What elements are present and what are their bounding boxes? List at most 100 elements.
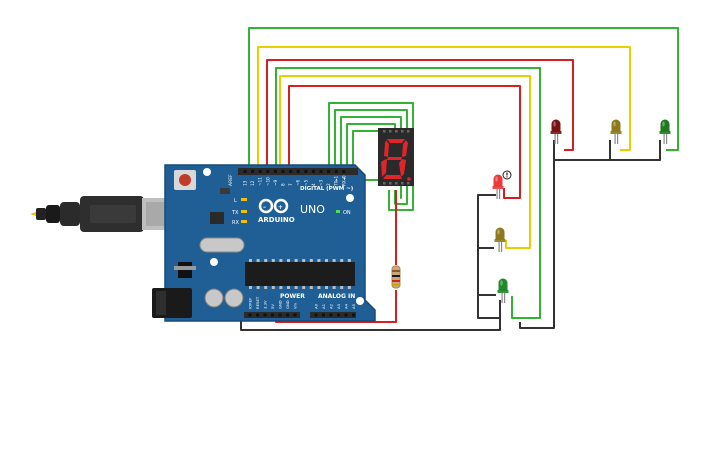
digital-pin[interactable] xyxy=(296,170,300,173)
power-pin-label: GND xyxy=(278,300,283,309)
power-pin[interactable] xyxy=(278,313,282,317)
segment-f xyxy=(384,140,389,157)
led-red-left[interactable] xyxy=(492,174,504,200)
segment-a xyxy=(387,139,405,143)
resistor[interactable] xyxy=(391,265,401,289)
on-led xyxy=(336,210,340,213)
seven-segment-display[interactable]: 8 xyxy=(0,0,414,186)
digital-pin[interactable] xyxy=(342,170,346,173)
usb-cable[interactable] xyxy=(30,196,170,232)
digital-pin[interactable] xyxy=(251,170,255,173)
digital-pin[interactable] xyxy=(266,170,270,173)
analog-pin[interactable] xyxy=(329,313,333,317)
digital-pin[interactable] xyxy=(281,170,285,173)
analog-pin-label: A1 xyxy=(321,303,326,309)
aref-label: AREF xyxy=(228,174,234,186)
led-yellow-left[interactable] xyxy=(494,227,506,253)
digital-pin[interactable] xyxy=(289,170,293,173)
analog-pin[interactable] xyxy=(314,313,318,317)
l-led xyxy=(241,198,247,201)
tx-led xyxy=(241,210,247,213)
analog-header[interactable] xyxy=(310,312,356,318)
digital-pin-label: 12 xyxy=(250,180,255,186)
digital-pin-label: ~9 xyxy=(273,179,278,186)
digital-pin[interactable] xyxy=(243,170,247,173)
power-label: POWER xyxy=(280,293,305,300)
display-digit-value: 8 xyxy=(0,0,1,1)
power-pin[interactable] xyxy=(248,313,252,317)
analog-pin-label: A4 xyxy=(344,303,349,309)
digital-pin-label: ~11 xyxy=(258,177,263,186)
segment-dp xyxy=(407,177,411,181)
analog-pin-label: A0 xyxy=(314,303,319,309)
analog-pin[interactable] xyxy=(337,313,340,317)
led-green-left[interactable] xyxy=(497,278,509,304)
analog-pin[interactable] xyxy=(344,313,348,317)
power-pin-label: GND xyxy=(285,300,290,309)
digital-header-label: DIGITAL (PWM ~) xyxy=(300,186,354,192)
power-pin-label: 3.3V xyxy=(263,300,268,309)
digital-pin[interactable] xyxy=(304,170,308,173)
power-pin[interactable] xyxy=(286,313,289,317)
digital-pin[interactable] xyxy=(311,170,315,173)
rx-label: RX xyxy=(232,220,239,226)
segment-e xyxy=(381,159,387,177)
display-digit xyxy=(381,139,411,181)
wire-yellow-outer[interactable] xyxy=(257,46,631,172)
power-pin-label: RESET xyxy=(255,296,260,309)
power-pin[interactable] xyxy=(263,313,267,317)
power-pin[interactable] xyxy=(271,313,274,317)
mount-hole xyxy=(356,297,364,305)
wire-black-left-leds[interactable] xyxy=(477,194,500,319)
info-icon[interactable] xyxy=(502,170,512,180)
chip-pins xyxy=(249,259,351,289)
segment-d xyxy=(383,175,402,179)
power-pin[interactable] xyxy=(293,313,297,317)
wire-black-ground-right[interactable] xyxy=(553,140,661,161)
arduino-logo xyxy=(258,198,289,214)
logo-minus-icon: – xyxy=(263,204,266,211)
cable-tip-icon xyxy=(30,212,36,216)
segment-c xyxy=(399,159,406,177)
leds xyxy=(492,119,671,304)
digital-pin-label: ~5 xyxy=(303,179,308,186)
rx-led xyxy=(241,220,247,223)
mount-hole xyxy=(346,194,354,202)
power-pin[interactable] xyxy=(256,313,259,317)
digital-pin[interactable] xyxy=(319,170,323,173)
reset-button[interactable] xyxy=(179,174,191,186)
power-pin-label: Vin xyxy=(293,302,298,309)
wire-black-ground-down[interactable] xyxy=(519,160,555,329)
wire-red-outer[interactable] xyxy=(266,59,574,172)
digital-pin[interactable] xyxy=(258,170,262,173)
power-pin-label: 5V xyxy=(270,304,275,309)
segment-g xyxy=(387,157,402,160)
arduino-board[interactable]: L TX RX – + ARDUINO UNO DIGITAL (PWM ~) … xyxy=(152,164,376,322)
analog-pin[interactable] xyxy=(322,313,325,317)
logo-plus-icon: + xyxy=(278,204,283,211)
led-green-top[interactable] xyxy=(659,119,671,145)
digital-pin[interactable] xyxy=(334,170,338,173)
wire-green-mid[interactable] xyxy=(275,67,541,319)
segment-b xyxy=(402,140,408,157)
capacitor xyxy=(224,288,244,308)
on-label: ON xyxy=(343,210,351,216)
crystal-oscillator xyxy=(199,237,245,253)
digital-pin-label: ~3 xyxy=(319,179,324,186)
wire-green-outer[interactable] xyxy=(248,27,679,172)
wire-yellow-mid[interactable] xyxy=(279,75,531,249)
digital-pin[interactable] xyxy=(327,170,331,173)
led-red-top[interactable] xyxy=(550,119,562,145)
analog-pin[interactable] xyxy=(352,313,355,317)
wire-red-inner[interactable] xyxy=(288,85,521,199)
led-yellow-top[interactable] xyxy=(610,119,622,145)
atmega-chip xyxy=(245,262,355,286)
digital-pin[interactable] xyxy=(273,170,277,173)
brand-label: ARDUINO xyxy=(258,216,295,224)
usb-chip xyxy=(210,212,224,224)
digital-pin-label: RX◂0 xyxy=(341,175,346,186)
